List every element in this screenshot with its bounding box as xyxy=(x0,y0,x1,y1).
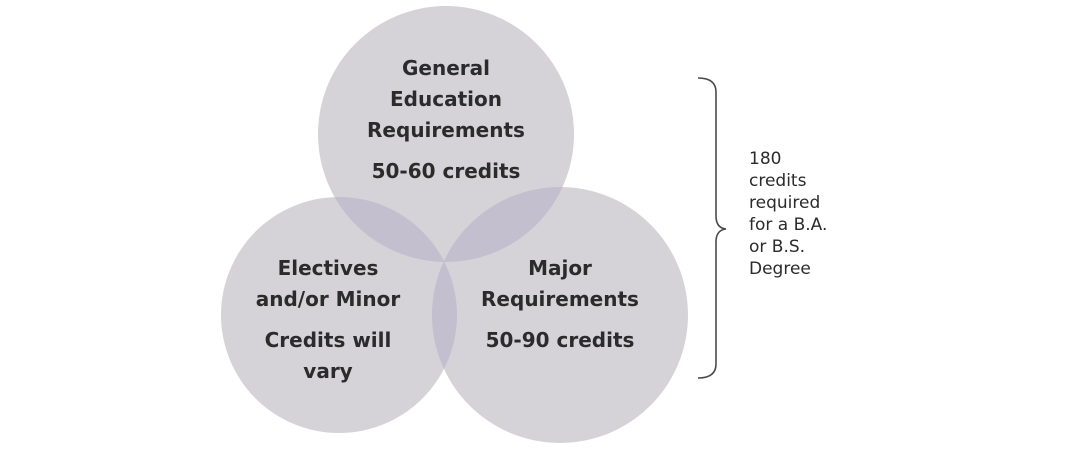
curly-brace xyxy=(697,77,727,379)
total-credits-line-5: or B.S. xyxy=(749,237,806,257)
major-title-line-1: Major xyxy=(528,256,592,280)
electives-title-line-1: Electives xyxy=(277,256,379,280)
major-credits: 50-90 credits xyxy=(485,328,635,352)
circle-electives-minor xyxy=(221,197,457,433)
total-credits-line-1: 180 xyxy=(749,149,782,169)
general-education-title-line-3: Requirements xyxy=(367,118,525,142)
total-credits-line-2: credits xyxy=(749,171,807,191)
general-education-credits: 50-60 credits xyxy=(371,159,521,183)
total-credits-line-3: required xyxy=(749,193,821,213)
electives-title-line-2: and/or Minor xyxy=(255,287,401,311)
electives-credits-line-2: vary xyxy=(303,359,353,383)
total-credits-note: 180 credits required for a B.A. or B.S. … xyxy=(749,148,859,280)
total-credits-line-4: for a B.A. xyxy=(749,215,828,235)
overlap-general-major xyxy=(432,187,574,262)
general-education-title-line-1: General xyxy=(402,56,490,80)
general-education-label: General Education Requirements 50-60 cre… xyxy=(346,53,546,187)
general-education-title-line-2: Education xyxy=(390,87,502,111)
electives-credits-line-1: Credits will xyxy=(264,328,392,352)
total-credits-line-6: Degree xyxy=(749,259,811,279)
major-title-line-2: Requirements xyxy=(481,287,639,311)
electives-minor-label: Electives and/or Minor Credits will vary xyxy=(228,253,428,387)
major-requirements-label: Major Requirements 50-90 credits xyxy=(460,253,660,356)
